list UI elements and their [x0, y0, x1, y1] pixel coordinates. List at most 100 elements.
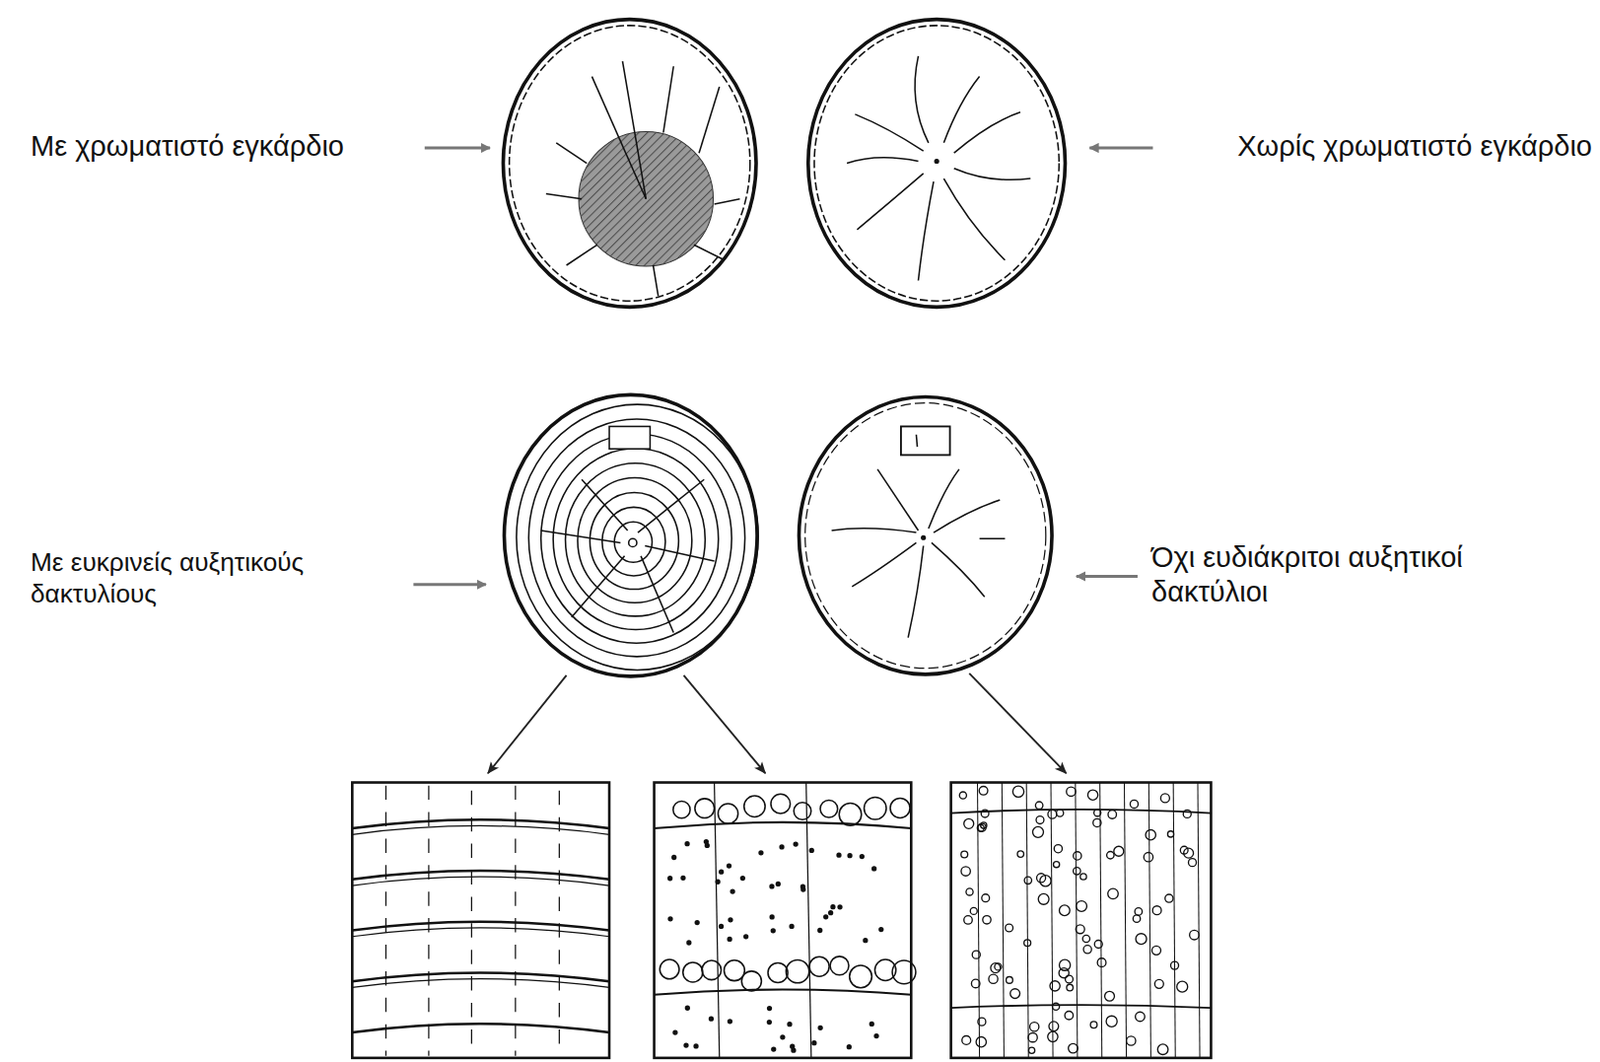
small-pore [769, 914, 774, 919]
annotation-label: Χωρίς χρωματιστό εγκάρδιο [1237, 129, 1593, 164]
large-pore [717, 803, 738, 824]
small-pore [874, 1034, 879, 1039]
large-pore [890, 797, 910, 818]
pore [1024, 939, 1032, 947]
pore [1012, 785, 1024, 797]
large-pore [820, 799, 838, 818]
pore [1066, 983, 1074, 991]
large-pore [849, 965, 873, 988]
annotation-label: Όχι ευδιάκριτοι αυξητικοί δακτύλιοι [1151, 540, 1566, 611]
ray-line [1173, 782, 1176, 1058]
annotation-label: Με ευκρινείς αυξητικούς δακτυλίους [30, 547, 420, 611]
growth-ring [565, 463, 706, 617]
large-pore [809, 956, 830, 976]
small-pore [681, 875, 686, 880]
large-pore [695, 798, 715, 819]
pore [1151, 945, 1161, 955]
pore [1135, 1011, 1146, 1022]
small-pore [769, 884, 774, 889]
growth-ring [577, 478, 693, 604]
small-pore [730, 889, 735, 894]
large-pore [838, 803, 862, 827]
pore [1053, 861, 1060, 868]
pore [1113, 845, 1124, 856]
large-pore [683, 962, 703, 982]
pore [981, 894, 990, 903]
pore [1188, 858, 1197, 867]
log-no-heartwood [808, 19, 1066, 308]
pore [1182, 809, 1191, 818]
pore [1040, 875, 1051, 887]
pore [1068, 1043, 1079, 1053]
pore [1160, 793, 1170, 803]
pore [1073, 867, 1081, 875]
pore [1065, 974, 1074, 983]
large-pore [892, 960, 916, 984]
pore [1036, 816, 1044, 825]
small-pore [709, 1016, 714, 1021]
pore [1059, 904, 1071, 916]
large-pore [785, 959, 809, 982]
ray-line [1075, 782, 1078, 1058]
small-pore [770, 928, 775, 933]
small-pore [809, 848, 814, 853]
pore [1047, 809, 1057, 819]
small-pore [719, 924, 724, 929]
small-pore [744, 934, 749, 939]
growth-ring [589, 491, 679, 589]
log-growth-rings [503, 394, 759, 677]
small-pore [837, 904, 842, 909]
small-pore [673, 1030, 678, 1035]
small-pore [728, 917, 733, 922]
ray-line [1148, 782, 1151, 1058]
ring-porous-section [654, 782, 916, 1058]
large-pore [770, 793, 791, 814]
large-pore [659, 959, 680, 979]
small-pore [869, 1022, 874, 1027]
softwood-section [351, 782, 610, 1058]
pore [962, 1036, 972, 1045]
pore [1080, 873, 1087, 880]
pore [1108, 888, 1119, 900]
small-pore [728, 1019, 733, 1024]
diffuse-porous-section [951, 782, 1212, 1058]
large-pore [767, 962, 788, 982]
small-pore [780, 1035, 785, 1040]
large-pore [793, 802, 812, 821]
pointer-arrows [413, 147, 1153, 585]
large-pore [864, 796, 887, 819]
pore [1024, 876, 1032, 884]
pore [1132, 914, 1140, 922]
large-pore [744, 795, 766, 817]
small-pore [789, 924, 794, 929]
pore [1134, 907, 1143, 916]
small-pore [824, 914, 829, 919]
small-pore [812, 1041, 817, 1045]
ray-line [1001, 782, 1004, 1058]
pore [1049, 980, 1060, 991]
small-pore [703, 839, 708, 844]
pore [964, 818, 974, 829]
small-pore [771, 1046, 776, 1051]
small-pore [685, 1005, 690, 1010]
pore [1066, 786, 1076, 796]
small-pore [759, 850, 764, 855]
small-pore [836, 852, 841, 857]
pore [1154, 978, 1164, 988]
small-pore [829, 910, 834, 915]
small-pore [695, 920, 699, 925]
pore [1165, 894, 1174, 903]
annotation-label: Με χρωματιστό εγκάρδιο [30, 129, 345, 164]
ray-line [1026, 782, 1029, 1058]
small-pore [779, 844, 784, 849]
pore [1094, 809, 1102, 817]
small-pore [766, 1020, 771, 1025]
large-pore [830, 956, 849, 975]
pore [1033, 826, 1044, 837]
pore [1152, 905, 1162, 915]
pore [1167, 831, 1174, 837]
pore [971, 978, 980, 988]
pore [1105, 990, 1115, 1001]
small-pore [685, 841, 690, 846]
small-pore [668, 916, 673, 921]
